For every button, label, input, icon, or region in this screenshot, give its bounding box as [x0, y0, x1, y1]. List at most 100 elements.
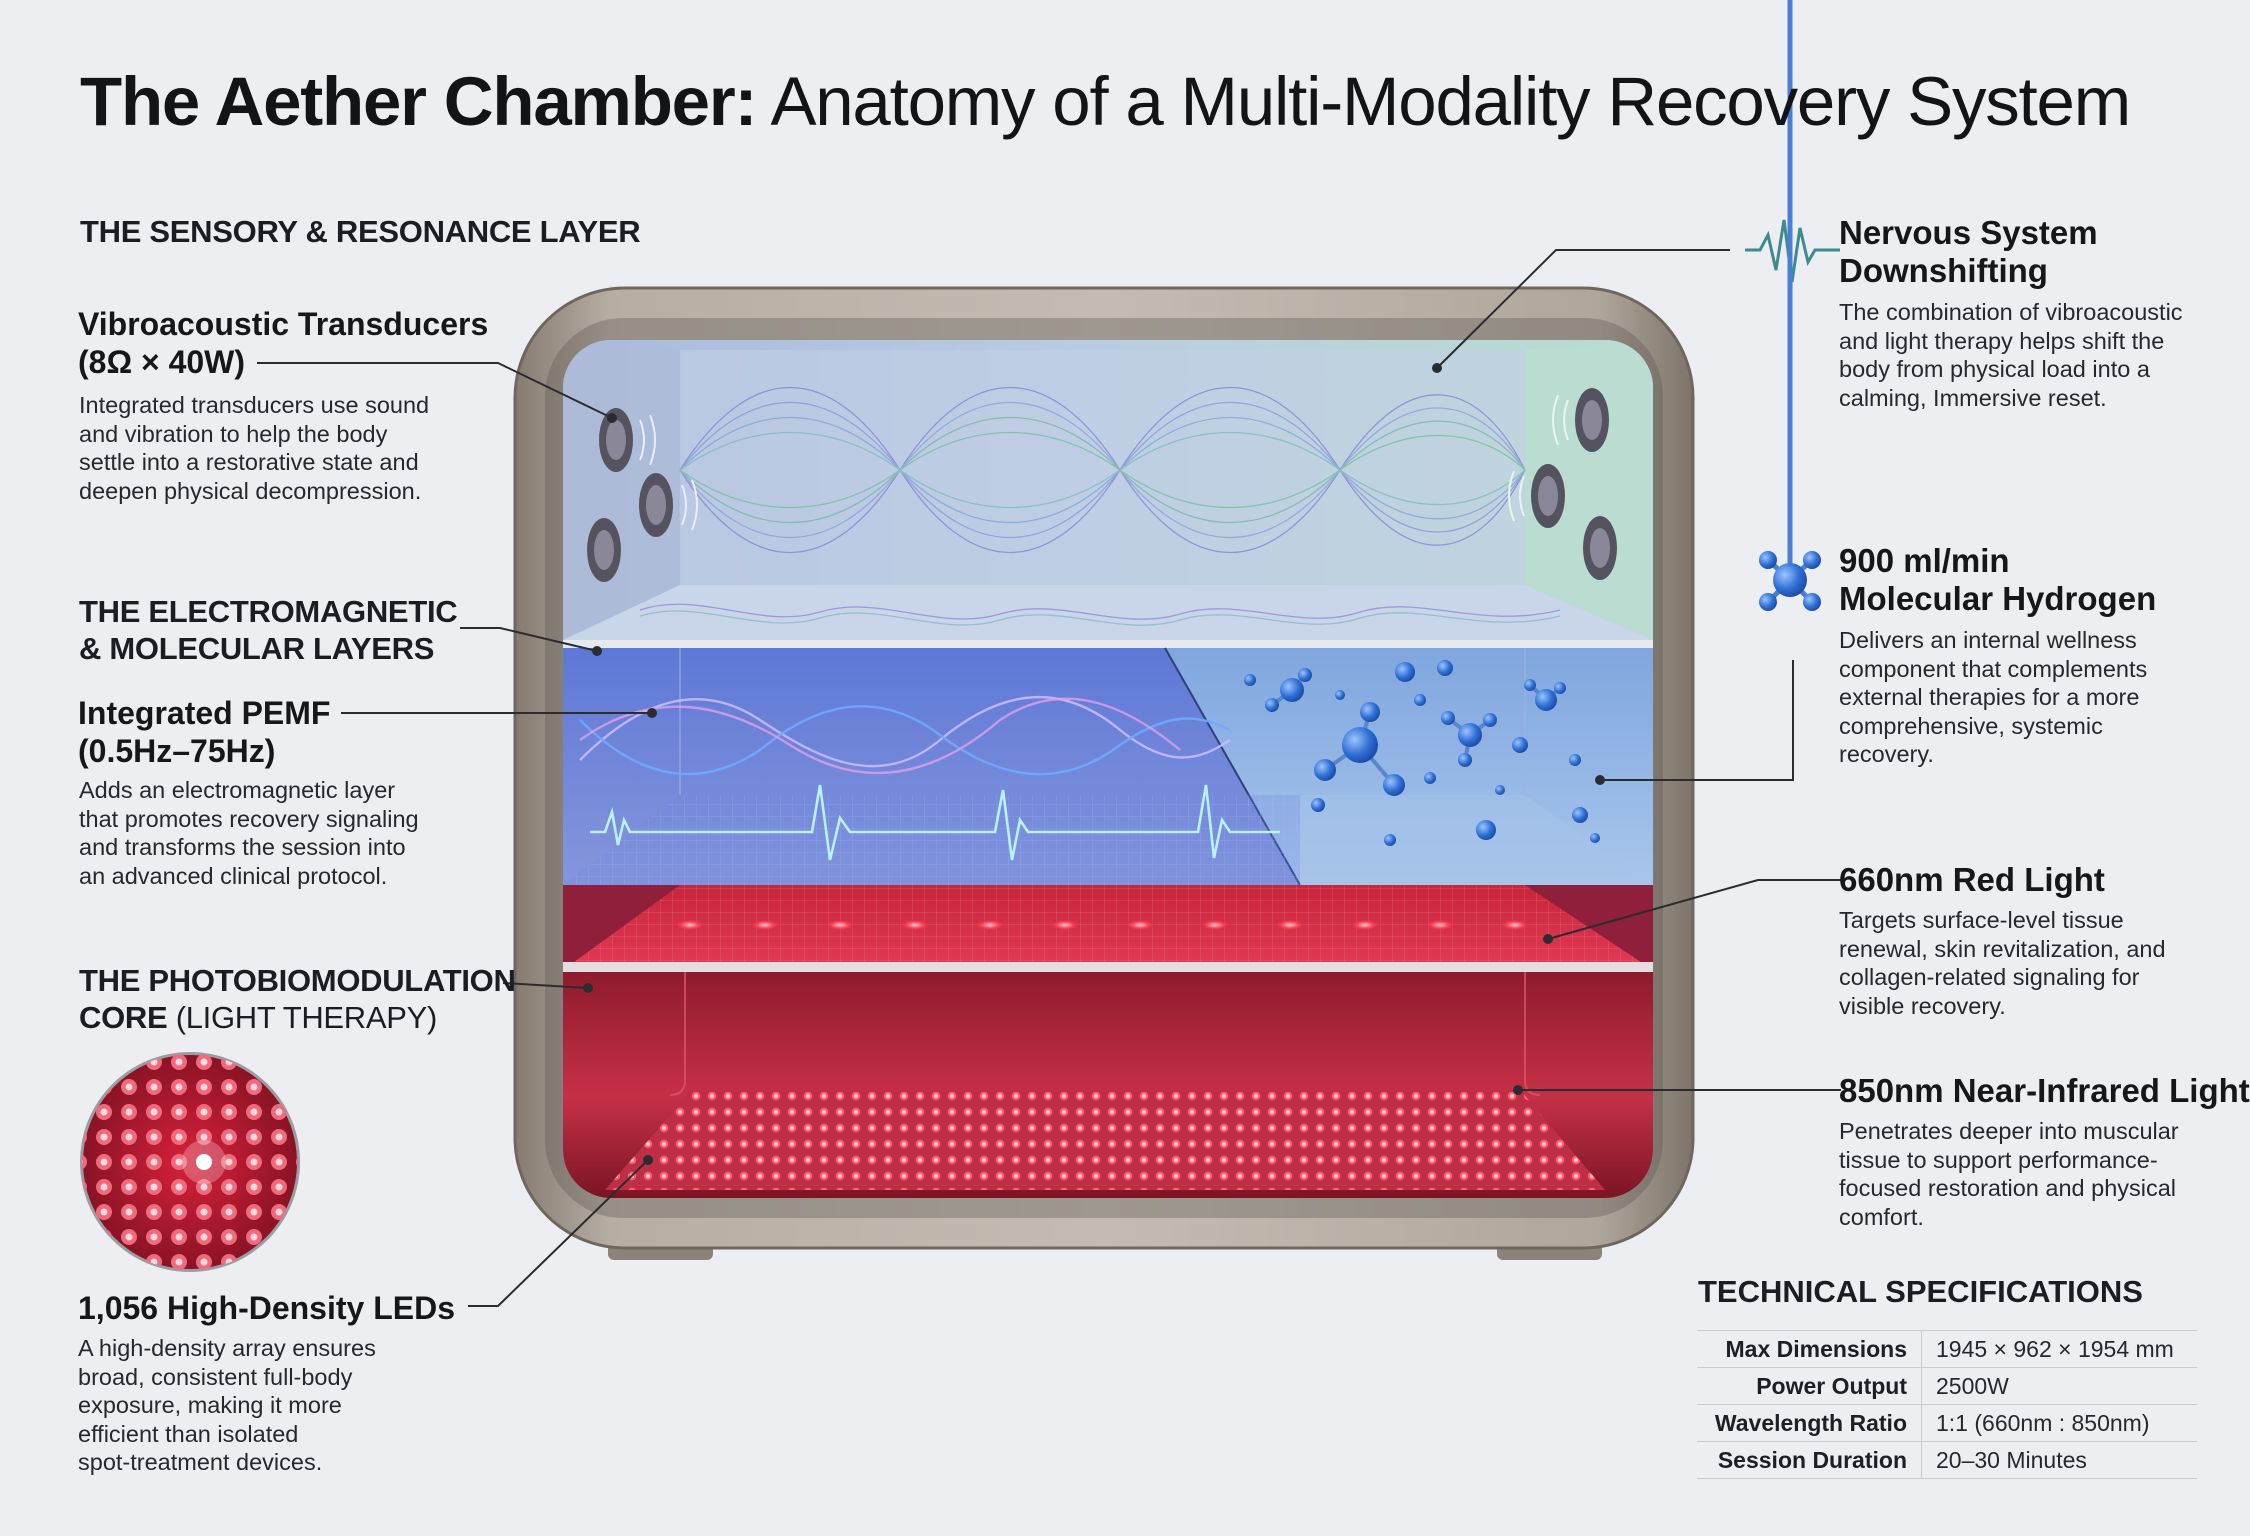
hydrogen-desc-line: comprehensive, systemic [1839, 712, 2103, 739]
led-dot-core [250, 1208, 258, 1216]
resonance-wave-bundle [679, 387, 1526, 553]
led-dot-core [275, 1158, 283, 1166]
led-dot-core [175, 1133, 183, 1141]
led-dot [296, 1079, 298, 1095]
leds-desc-line: broad, consistent full-body [78, 1363, 353, 1390]
led-dot-core [200, 1058, 208, 1066]
led-dot [82, 1154, 87, 1170]
led-dot-core [225, 1158, 233, 1166]
hydrogen-desc-line: recovery. [1839, 741, 1934, 767]
led-dot-core [225, 1183, 233, 1191]
led-dot-core [250, 1083, 258, 1091]
led-dot-core [275, 1258, 283, 1266]
pemf-waves [579, 695, 1231, 776]
specs-title: TECHNICAL SPECIFICATIONS [1698, 1274, 2143, 1309]
led-dot-core [200, 1258, 208, 1266]
led-dot-core [125, 1233, 133, 1241]
led-dot [296, 1179, 298, 1195]
led-dot [82, 1079, 87, 1095]
led-dot-core [200, 1083, 208, 1091]
led-dot-core [175, 1083, 183, 1091]
led-dot-core [150, 1233, 158, 1241]
spec-value: 1945 × 962 × 1954 mm [1921, 1330, 2197, 1368]
led-dot [296, 1104, 298, 1120]
led-dot-core [225, 1108, 233, 1116]
nir-led-bed [605, 1092, 1605, 1190]
led-dot-core [275, 1183, 283, 1191]
pemf-heading-line2: (0.5Hz–75Hz) [78, 733, 276, 769]
led-dot [321, 1179, 337, 1195]
led-dot-core [125, 1158, 133, 1166]
led-dot-core [326, 1209, 333, 1216]
led-dot-core [326, 1234, 333, 1241]
led-dot-core [150, 1158, 158, 1166]
led-dot-core [250, 1158, 258, 1166]
red-desc-line: collagen-related signaling for [1839, 964, 2140, 990]
led-dot-core [250, 1233, 258, 1241]
led-dot [82, 1104, 87, 1120]
led-dot-core [82, 1208, 83, 1216]
nervous-heading: Nervous System Downshifting [1839, 214, 2098, 290]
nervous-desc-line: and light therapy helps shift the [1839, 327, 2165, 354]
led-dot [96, 1054, 112, 1070]
led-dot-core [82, 1133, 83, 1141]
leds-heading: 1,056 High-Density LEDs [78, 1290, 455, 1326]
vibro-heading-line1: Vibroacoustic Transducers [78, 306, 489, 342]
led-dot-core [82, 1108, 83, 1116]
led-dot [271, 1054, 287, 1070]
vibro-desc-line: Integrated transducers use sound [79, 392, 430, 418]
pemf-description: Adds an electromagnetic layer that promo… [79, 776, 419, 890]
led-dot [296, 1129, 298, 1145]
red-desc-line: Targets surface-level tissue [1839, 907, 2124, 933]
led-dot-core [175, 1158, 183, 1166]
led-dot [296, 1204, 298, 1220]
hydrogen-desc-line: external therapies for a more [1839, 684, 2140, 710]
led-dot [96, 1254, 112, 1270]
led-dot-core [275, 1083, 283, 1091]
hydrogen-molecules [1244, 660, 1600, 846]
led-dot-core [301, 1184, 308, 1191]
led-dot-core [82, 1258, 83, 1266]
nir-desc-line: Penetrates deeper into muscular [1839, 1118, 2179, 1144]
page-title: The Aether Chamber: Anatomy of a Multi-M… [80, 62, 2131, 141]
led-dot [321, 1129, 337, 1145]
led-dot-core [326, 1084, 333, 1091]
nervous-description: The combination of vibroacoustic and lig… [1839, 298, 2183, 412]
leds-desc-line: A high-density array ensures [78, 1335, 376, 1361]
led-dot-core [82, 1083, 83, 1091]
pbm-section-light-therapy: (LIGHT THERAPY) [175, 1000, 438, 1035]
nervous-heading-line2: Downshifting [1839, 252, 2048, 289]
em-section-line: THE ELECTROMAGNETIC [79, 594, 458, 629]
led-dot-core [125, 1133, 133, 1141]
led-dot-core [150, 1108, 158, 1116]
led-dot-core [100, 1208, 108, 1216]
led-dot-core [200, 1133, 208, 1141]
led-dot [321, 1104, 337, 1120]
molecule-icon [1759, 0, 1821, 611]
nir-desc-line: tissue to support performance- [1839, 1146, 2158, 1173]
led-dot-core [301, 1234, 308, 1241]
led-dot-core [301, 1109, 308, 1116]
led-dot-core [301, 1259, 308, 1266]
led-dot [296, 1229, 298, 1245]
led-dot [321, 1204, 337, 1220]
nervous-desc-line: The combination of vibroacoustic [1839, 299, 2183, 325]
led-dot-core [125, 1258, 133, 1266]
vibro-desc-line: deepen physical decompression. [79, 477, 422, 504]
pbm-section-core: CORE [79, 1000, 168, 1035]
hydrogen-heading-line1: 900 ml/min [1839, 542, 2010, 579]
led-dot-core [326, 1059, 333, 1066]
led-dot-core [175, 1233, 183, 1241]
red-light-heading: 660nm Red Light [1839, 861, 2105, 898]
led-dot-core [275, 1108, 283, 1116]
led-dot-core [125, 1083, 133, 1091]
led-dot-core [100, 1108, 108, 1116]
vibro-heading: Vibroacoustic Transducers (8Ω × 40W) [78, 305, 488, 381]
led-dot-core [150, 1183, 158, 1191]
led-dot [82, 1204, 87, 1220]
led-dot [321, 1229, 337, 1245]
chamber-interior [563, 340, 1653, 1198]
vibro-desc-line: and vibration to help the body [79, 420, 388, 447]
